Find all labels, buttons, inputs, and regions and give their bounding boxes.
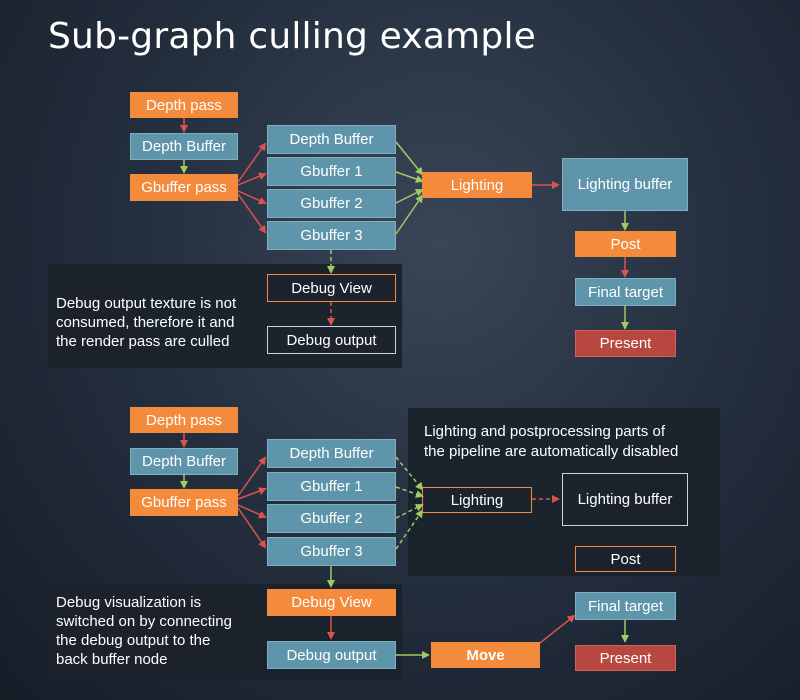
page-title: Sub-graph culling example [48, 16, 537, 57]
top-debug-panel [48, 264, 402, 368]
top-gbuffer-pass-node: Gbuffer pass [130, 174, 238, 201]
top-lighting-node: Lighting [422, 172, 532, 198]
bottom-lighting-node: Lighting [422, 487, 532, 513]
top-gbuffer3-node: Gbuffer 3 [267, 221, 396, 250]
top-gbuffer1-node: Gbuffer 1 [267, 157, 396, 186]
bottom-debug-note: Debug visualization is switched on by co… [56, 593, 232, 669]
top-depth-pass-node: Depth pass [130, 92, 238, 118]
note-line: the render pass are culled [56, 333, 230, 350]
top-debug-view-node: Debug View [267, 274, 396, 302]
top-post-node: Post [575, 231, 676, 257]
bottom-depth-buffer-node: Depth Buffer [267, 439, 396, 468]
bottom-move-node: Move [431, 642, 540, 668]
bottom-gbuffer3-node: Gbuffer 3 [267, 537, 396, 566]
note-line: switched on by connecting [56, 613, 232, 630]
bottom-final-target-node: Final target [575, 592, 676, 620]
top-lighting-buffer-node: Lighting buffer [562, 158, 688, 211]
top-present-node: Present [575, 330, 676, 357]
bottom-lighting-panel [408, 408, 720, 576]
top-depth-buffer-node: Depth Buffer [267, 125, 396, 154]
bottom-present-node: Present [575, 645, 676, 671]
note-line: back buffer node [56, 651, 168, 668]
bottom-depth-pass-node: Depth pass [130, 407, 238, 433]
bottom-post-node: Post [575, 546, 676, 572]
bottom-lighting-note: Lighting and postprocessing parts of the… [424, 422, 678, 462]
note-line: the debug output to the [56, 632, 211, 649]
bottom-debug-output-node: Debug output [267, 641, 396, 669]
top-debug-output-node: Debug output [267, 326, 396, 354]
note-line: Debug visualization is [56, 594, 202, 611]
top-gbuffer2-node: Gbuffer 2 [267, 189, 396, 218]
bottom-gbuffer-pass-node: Gbuffer pass [130, 489, 238, 516]
note-line: Debug output texture is not [56, 295, 237, 312]
top-culling-note: Debug output texture is not consumed, th… [56, 294, 236, 351]
bottom-depth-buffer-left-node: Depth Buffer [130, 448, 238, 475]
note-line: Lighting and postprocessing parts of [424, 423, 665, 440]
bottom-debug-view-node: Debug View [267, 589, 396, 616]
top-depth-buffer-left-node: Depth Buffer [130, 133, 238, 160]
note-line: consumed, therefore it and [56, 314, 235, 331]
note-line: the pipeline are automatically disabled [424, 443, 679, 460]
bottom-gbuffer2-node: Gbuffer 2 [267, 504, 396, 533]
bottom-lighting-buffer-node: Lighting buffer [562, 473, 688, 526]
bottom-gbuffer1-node: Gbuffer 1 [267, 472, 396, 501]
top-final-target-node: Final target [575, 278, 676, 306]
